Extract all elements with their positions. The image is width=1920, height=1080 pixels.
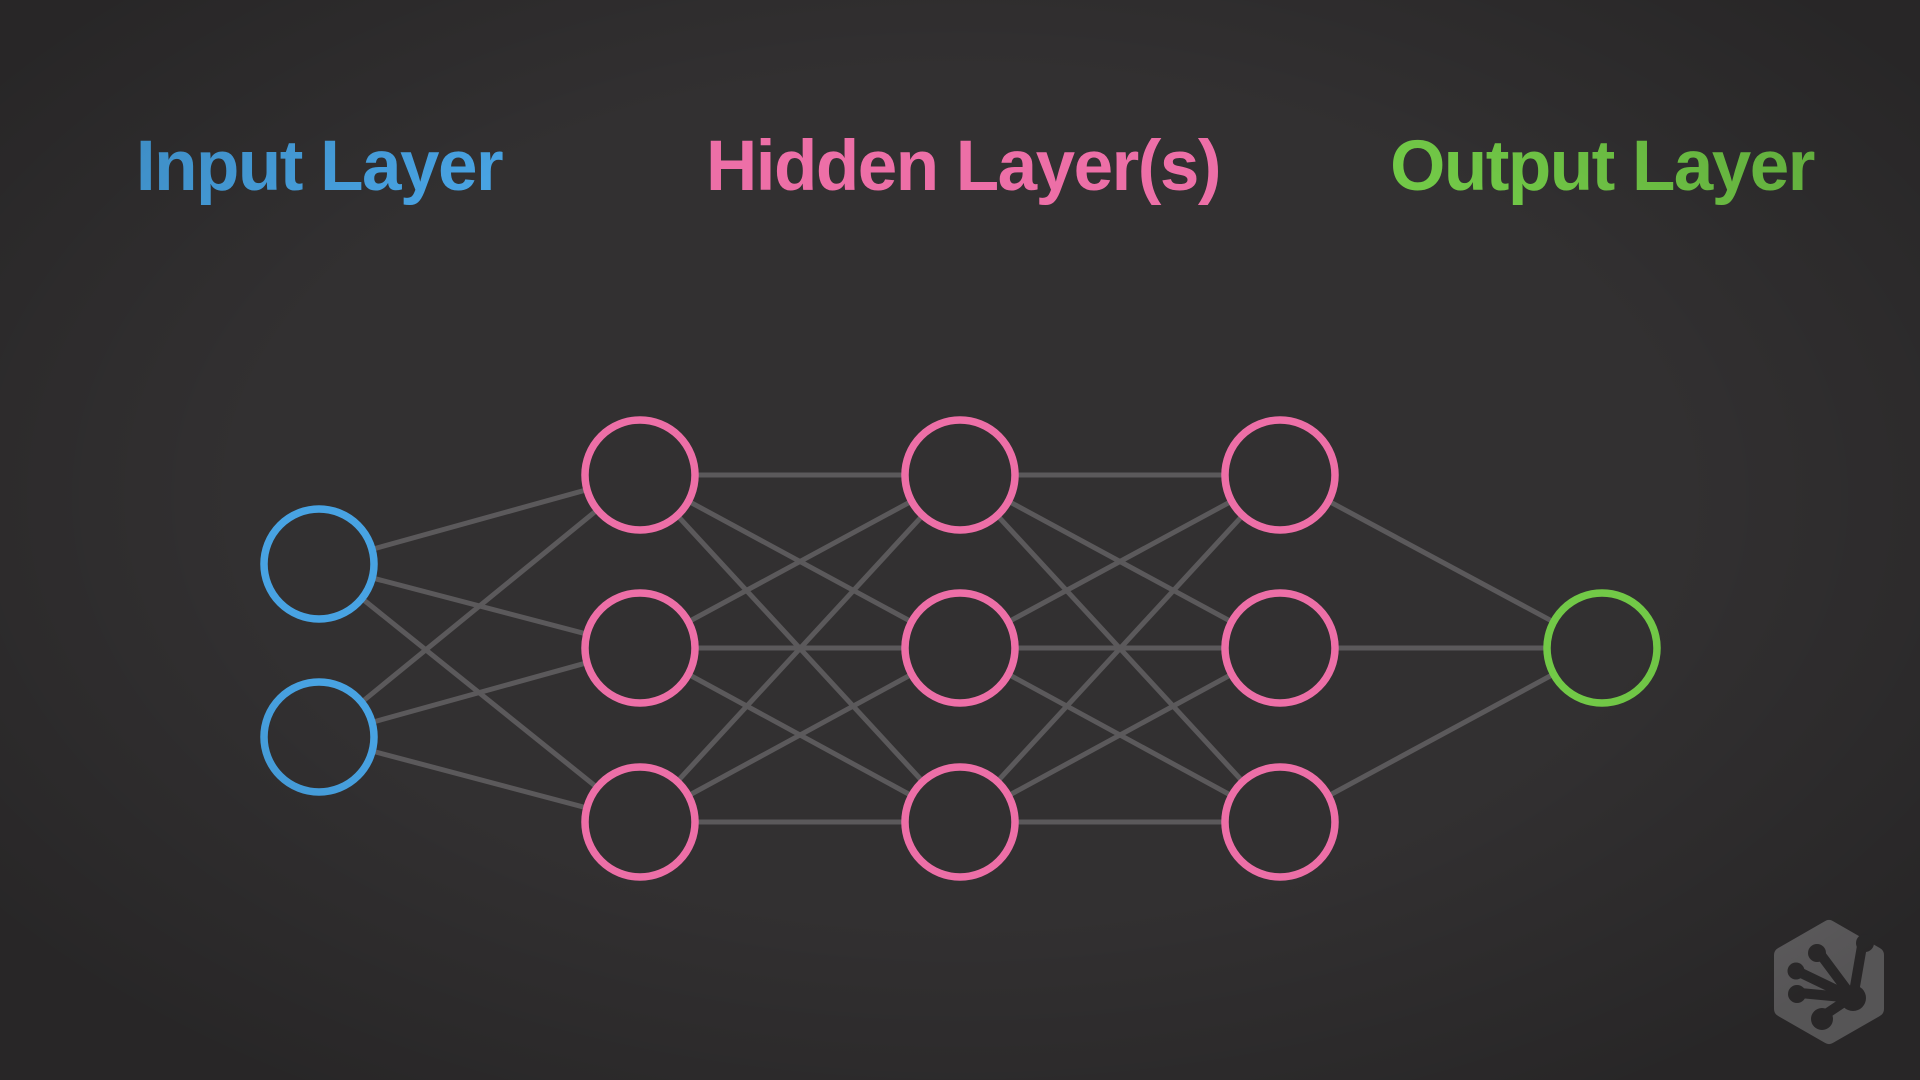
hidden-node-3: [901, 763, 1019, 881]
output-node-1: [1543, 589, 1661, 707]
hidden-node-1: [581, 416, 699, 534]
treehouse-logo: [1774, 920, 1884, 1044]
edge-hidden-3-3-to-output-1: [1278, 645, 1604, 825]
edge-hidden-2-3-to-hidden-3-2: [958, 645, 1282, 825]
hidden-node-3: [1221, 763, 1339, 881]
edge-hidden-3-1-to-output-1: [1278, 472, 1604, 651]
hidden-node-2: [581, 589, 699, 707]
hidden-node-3: [581, 763, 699, 881]
input-layer-label: Input Layer: [135, 127, 504, 206]
input-node-1: [260, 505, 378, 623]
hidden-node-2: [1221, 589, 1339, 707]
hidden-node-1: [901, 416, 1019, 534]
edge-hidden-1-3-to-hidden-2-1: [638, 473, 962, 824]
hidden-node-2: [901, 589, 1019, 707]
edge-hidden-1-3-to-hidden-2-2: [638, 645, 962, 825]
edge-input-2-to-hidden-1-1: [317, 473, 642, 739]
edge-hidden-2-2-to-hidden-3-1: [958, 472, 1282, 651]
frog-foot-icon: [1787, 934, 1874, 1030]
edge-hidden-1-2-to-hidden-2-1: [638, 472, 962, 651]
input-node-2: [260, 678, 378, 796]
output-layer-label: Output Layer: [1390, 127, 1815, 206]
edge-hidden-2-3-to-hidden-3-1: [958, 473, 1282, 824]
hidden-layer-label: Hidden Layer(s): [705, 127, 1222, 206]
hidden-node-1: [1221, 416, 1339, 534]
